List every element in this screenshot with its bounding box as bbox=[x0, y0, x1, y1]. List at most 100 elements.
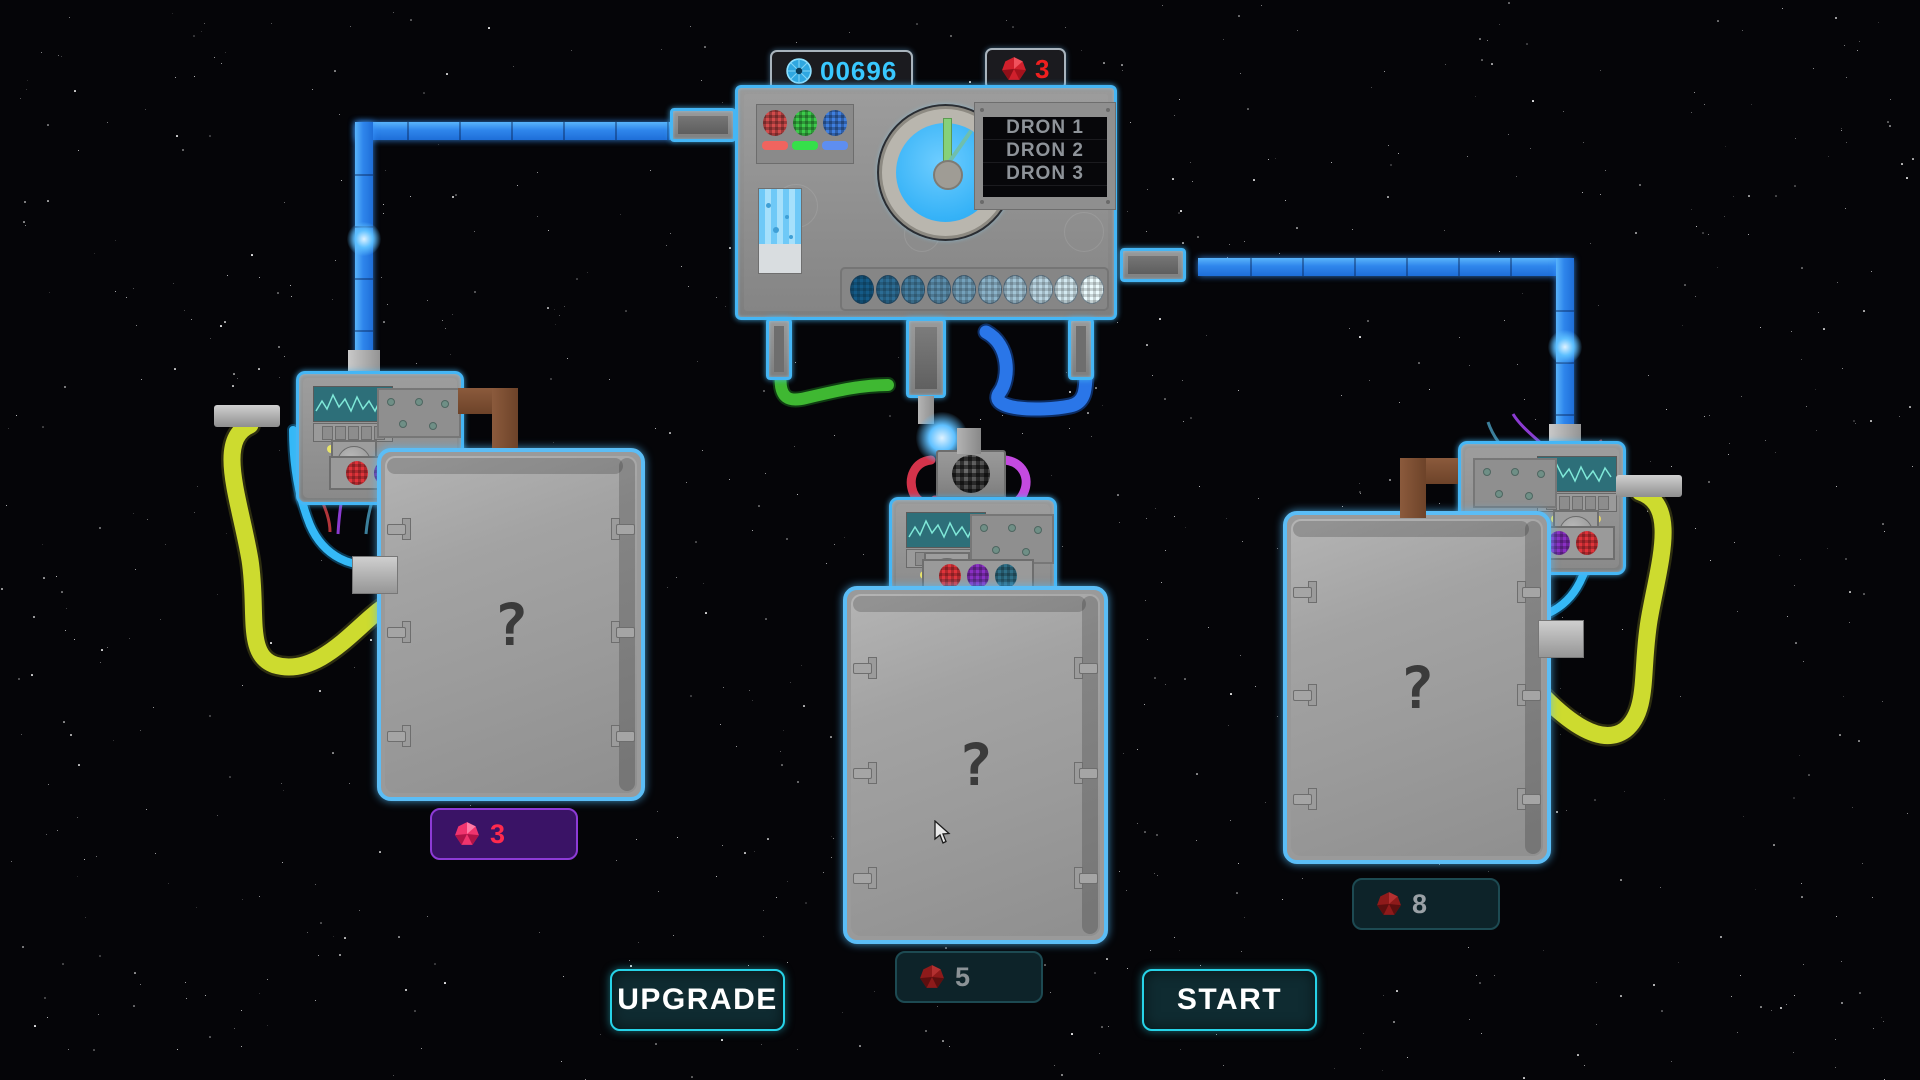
console-outlet-blue bbox=[1068, 318, 1094, 380]
circuit-board bbox=[1473, 458, 1557, 508]
start-button-label: START bbox=[1176, 983, 1283, 1016]
container-right-shade bbox=[1082, 596, 1098, 934]
capsule-5 bbox=[952, 275, 976, 304]
capsule-9 bbox=[1054, 275, 1078, 304]
container-bolt bbox=[853, 867, 879, 889]
console-outlet-green bbox=[766, 318, 792, 380]
container-right-shade bbox=[619, 458, 635, 791]
green-indicator bbox=[793, 110, 817, 136]
drone-slot-left-cost-badge[interactable]: 3 bbox=[430, 808, 578, 860]
container-bolt bbox=[1515, 788, 1541, 810]
blue-indicator bbox=[823, 110, 847, 136]
capsule-8 bbox=[1028, 275, 1053, 304]
capsule-3 bbox=[901, 275, 925, 304]
container-unknown-icon: ? bbox=[958, 731, 993, 799]
port-slot bbox=[678, 116, 728, 134]
bubble bbox=[785, 215, 789, 219]
bubble bbox=[789, 235, 793, 239]
capsule-4 bbox=[926, 275, 951, 304]
container-right-shade bbox=[1525, 521, 1541, 854]
upgrade-button[interactable]: UPGRADE bbox=[610, 969, 785, 1031]
red-gem-icon bbox=[1002, 57, 1026, 80]
red-lamp bbox=[939, 564, 961, 588]
console-port-right bbox=[1120, 248, 1186, 282]
container-face bbox=[851, 594, 1100, 936]
container-top-shade bbox=[853, 596, 1086, 612]
red-lamp bbox=[346, 461, 368, 485]
deco-circuit-ring bbox=[1064, 212, 1104, 252]
container-bolt bbox=[853, 657, 879, 679]
container-face bbox=[385, 456, 637, 793]
drone-slot-center-cost-badge[interactable]: 5 bbox=[895, 951, 1043, 1003]
red-lamp bbox=[1576, 531, 1598, 555]
screw-icon bbox=[1106, 200, 1110, 204]
container-bolt bbox=[853, 762, 879, 784]
capsule-2 bbox=[875, 275, 900, 304]
pink-gem-icon bbox=[455, 822, 479, 845]
energy-pulse bbox=[1548, 330, 1582, 364]
drone-row-1: DRON 1 bbox=[983, 117, 1107, 140]
container-bolt bbox=[1293, 788, 1319, 810]
blue-bar bbox=[822, 141, 848, 150]
radar-hub bbox=[932, 159, 963, 190]
container-bolt bbox=[1515, 684, 1541, 706]
green-bar bbox=[792, 141, 818, 150]
outlet-slot bbox=[774, 326, 784, 372]
port-slot bbox=[1128, 256, 1178, 274]
purple-lamp bbox=[1548, 531, 1570, 555]
indicator-light-bank bbox=[756, 104, 854, 164]
energy-pulse bbox=[347, 222, 381, 256]
container-bolt bbox=[387, 725, 413, 747]
drone-slot-right-container[interactable]: ? bbox=[1283, 511, 1551, 864]
dispenser-slot bbox=[915, 327, 937, 389]
drone-slot-left-container[interactable]: ? bbox=[377, 448, 645, 801]
drone-slot-right-cost-value: 8 bbox=[1412, 888, 1428, 919]
console-port-left bbox=[670, 108, 736, 142]
drone-row-3: DRON 3 bbox=[983, 163, 1107, 186]
container-bolt bbox=[609, 621, 635, 643]
teal-lamp bbox=[995, 564, 1017, 588]
bubble bbox=[766, 203, 771, 208]
drone-slot-right-cost-badge[interactable]: 8 bbox=[1352, 878, 1500, 930]
capsule-7 bbox=[1003, 275, 1027, 304]
left-hose-junction bbox=[352, 556, 398, 594]
container-unknown-icon: ? bbox=[493, 590, 529, 659]
outlet-slot bbox=[1076, 326, 1086, 372]
gem-value: 3 bbox=[1035, 53, 1051, 84]
screw-icon bbox=[980, 108, 984, 112]
gem-counter: 3 bbox=[985, 48, 1067, 90]
drone-slot-center-container[interactable]: ? bbox=[843, 586, 1108, 944]
container-bolt bbox=[387, 518, 413, 540]
right-hose-junction bbox=[1538, 620, 1584, 658]
score-value: 00696 bbox=[820, 55, 898, 86]
coolant-tank bbox=[758, 188, 802, 274]
screw-icon bbox=[1106, 108, 1110, 112]
pipe-horizontal-right bbox=[1198, 258, 1558, 276]
upgrade-button-label: UPGRADE bbox=[617, 983, 778, 1016]
capsule-progress-bar bbox=[840, 267, 1109, 311]
drone-slot-center-cost-value: 5 bbox=[955, 961, 971, 992]
start-button[interactable]: START bbox=[1142, 969, 1317, 1031]
coolant-liquid bbox=[759, 189, 801, 245]
capsule-10 bbox=[1079, 275, 1104, 304]
screw-icon bbox=[980, 200, 984, 204]
container-bolt bbox=[609, 725, 635, 747]
container-bolt bbox=[609, 518, 635, 540]
fan-intake-pipe bbox=[957, 428, 981, 454]
dark-gem-icon bbox=[1377, 892, 1401, 915]
dark-gem-icon bbox=[920, 965, 944, 988]
container-bolt bbox=[1072, 762, 1098, 784]
capsule-6 bbox=[977, 275, 1002, 304]
right-module-elbow-down bbox=[1400, 458, 1426, 518]
capsule-1 bbox=[850, 275, 874, 304]
left-module-inlet bbox=[214, 405, 280, 427]
right-module-inlet bbox=[1616, 475, 1682, 497]
container-bolt bbox=[1072, 867, 1098, 889]
container-bolt bbox=[1515, 581, 1541, 603]
fan-grille-icon bbox=[952, 455, 990, 493]
center-fan-housing[interactable] bbox=[936, 450, 1006, 498]
